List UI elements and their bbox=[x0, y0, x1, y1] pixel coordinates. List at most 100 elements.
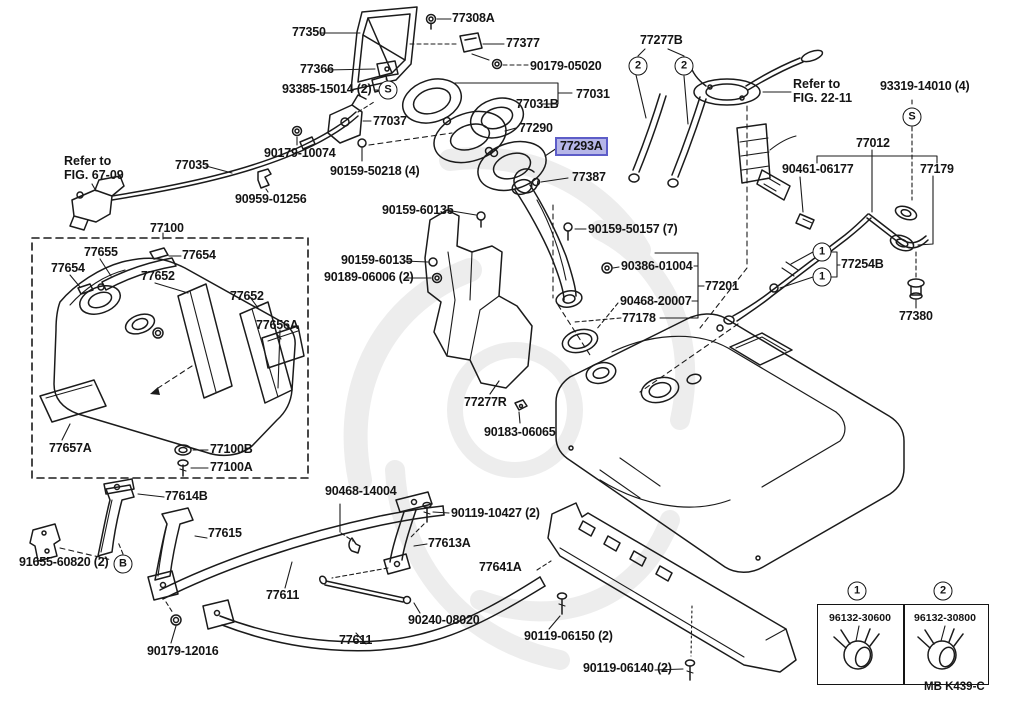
part-label-77614b[interactable]: 77614B bbox=[165, 489, 208, 503]
grommet-77380 bbox=[907, 251, 925, 309]
part-label-77387[interactable]: 77387 bbox=[572, 170, 606, 184]
part-label-93385-15014-2[interactable]: 93385-15014 (2) bbox=[282, 82, 372, 96]
hoses-77277B bbox=[628, 48, 707, 188]
part-label-77277r[interactable]: 77277R bbox=[464, 395, 507, 409]
part-label-90468-20007[interactable]: 90468-20007 bbox=[620, 294, 692, 308]
tank-top-view-drawing bbox=[53, 257, 296, 457]
part-label-77656a[interactable]: 77656A bbox=[256, 318, 299, 332]
circled-ref-s: S bbox=[902, 107, 922, 127]
band-77611-b bbox=[202, 576, 546, 652]
detail-box-2-part-label[interactable]: 96132-30800 bbox=[914, 612, 976, 624]
clamp-90461-06177 bbox=[795, 176, 815, 230]
fuel-pump-assembly-drawing bbox=[689, 49, 824, 329]
part-label-77178[interactable]: 77178 bbox=[622, 311, 656, 325]
nut-90179-12016 bbox=[165, 601, 182, 644]
part-label-77031[interactable]: 77031 bbox=[576, 87, 610, 101]
circled-ref-1: 1 bbox=[812, 242, 832, 262]
o-ring-77387 bbox=[513, 168, 569, 194]
part-label-77350[interactable]: 77350 bbox=[292, 25, 326, 39]
part-label-77100a[interactable]: 77100A bbox=[210, 460, 253, 474]
part-label-77179[interactable]: 77179 bbox=[920, 162, 954, 176]
part-label-77611-2[interactable]: 77611 bbox=[339, 633, 373, 647]
part-label-77293a[interactable]: 77293A bbox=[555, 137, 608, 156]
circled-ref-1: 1 bbox=[812, 267, 832, 287]
part-label-91655-60820-2[interactable]: 91655-60820 (2) bbox=[19, 555, 109, 569]
clamp-detail-2 bbox=[917, 625, 964, 670]
bracket-77615-drawing bbox=[154, 507, 208, 581]
part-label-77641a[interactable]: 77641A bbox=[479, 560, 522, 574]
part-label-90959-01256[interactable]: 90959-01256 bbox=[235, 192, 307, 206]
circled-ref-2: 2 bbox=[674, 56, 694, 76]
part-label-90159-60135[interactable]: 90159-60135 bbox=[382, 203, 454, 217]
part-label-77613a[interactable]: 77613A bbox=[428, 536, 471, 550]
part-label-77652[interactable]: 77652 bbox=[141, 269, 175, 283]
grommet-90386-01004 bbox=[601, 262, 620, 274]
screw-77100A bbox=[177, 459, 209, 477]
detail-box-2 bbox=[903, 604, 989, 685]
part-label-77035[interactable]: 77035 bbox=[175, 158, 209, 172]
bolt-90240-08020 bbox=[318, 567, 421, 614]
lock-opener-77037 bbox=[327, 94, 372, 144]
part-label-90179-05020[interactable]: 90179-05020 bbox=[530, 59, 602, 73]
part-label-77012[interactable]: 77012 bbox=[856, 136, 890, 150]
fuel-inlet-rings-drawing bbox=[401, 78, 573, 139]
part-label-77380[interactable]: 77380 bbox=[899, 309, 933, 323]
flange-77290 bbox=[433, 110, 517, 164]
shield-bolts bbox=[403, 209, 486, 284]
part-label-77254b[interactable]: 77254B bbox=[841, 257, 884, 271]
sender-gasket-drawing bbox=[561, 302, 619, 354]
detail-box-1-part-label[interactable]: 96132-30600 bbox=[829, 612, 891, 624]
part-label-77277b[interactable]: 77277B bbox=[640, 33, 683, 47]
band-77611-a bbox=[147, 505, 445, 601]
part-label-90240-08020[interactable]: 90240-08020 bbox=[408, 613, 480, 627]
leader-77178 bbox=[574, 317, 622, 323]
part-label-77654[interactable]: 77654 bbox=[182, 248, 216, 262]
part-label-90179-12016[interactable]: 90179-12016 bbox=[147, 644, 219, 658]
grommets-77179 bbox=[889, 99, 934, 252]
part-label-77100[interactable]: 77100 bbox=[150, 221, 184, 235]
part-label-90119-06140-2[interactable]: 90119-06140 (2) bbox=[583, 661, 672, 675]
part-label-77031b[interactable]: 77031B bbox=[516, 97, 559, 111]
part-label-90159-60135-2[interactable]: 90159-60135 bbox=[341, 253, 413, 267]
part-label-77611[interactable]: 77611 bbox=[266, 588, 300, 602]
clip-90183-06065 bbox=[514, 399, 528, 424]
part-label-77100b[interactable]: 77100B bbox=[210, 442, 253, 456]
part-label-77308a[interactable]: 77308A bbox=[452, 11, 495, 25]
part-label-90189-06006-2[interactable]: 90189-06006 (2) bbox=[324, 270, 414, 284]
part-label-90159-50218-4[interactable]: 90159-50218 (4) bbox=[330, 164, 420, 178]
protector-77641A-drawing bbox=[536, 502, 797, 673]
part-label-77290[interactable]: 77290 bbox=[519, 121, 553, 135]
part-label-90183-06065[interactable]: 90183-06065 bbox=[484, 425, 556, 439]
clamp-detail-1 bbox=[833, 625, 880, 670]
part-label-77615[interactable]: 77615 bbox=[208, 526, 242, 540]
part-label-90119-06150-2[interactable]: 90119-06150 (2) bbox=[524, 629, 613, 643]
fuel-lid-drawing bbox=[319, 6, 418, 93]
part-label-90386-01004[interactable]: 90386-01004 bbox=[621, 259, 693, 273]
part-label-90468-14004[interactable]: 90468-14004 bbox=[325, 484, 397, 498]
clip-90959-01256 bbox=[257, 168, 272, 193]
part-label-77201[interactable]: 77201 bbox=[705, 279, 739, 293]
release-lever-drawing bbox=[69, 175, 125, 231]
part-label-93319-14010-4[interactable]: 93319-14010 (4) bbox=[880, 79, 970, 93]
fuel-tube-drawing bbox=[639, 213, 929, 393]
part-label-90461-06177[interactable]: 90461-06177 bbox=[782, 162, 854, 176]
part-label-77655[interactable]: 77655 bbox=[84, 245, 118, 259]
part-label-77657a[interactable]: 77657A bbox=[49, 441, 92, 455]
part-label-77037[interactable]: 77037 bbox=[373, 114, 407, 128]
protectors-77652 bbox=[154, 282, 293, 404]
lid-bolt-77308A bbox=[425, 13, 452, 30]
part-label-77366[interactable]: 77366 bbox=[300, 62, 334, 76]
protector-77655 bbox=[97, 257, 177, 291]
part-label-77652-2[interactable]: 77652 bbox=[230, 289, 264, 303]
part-label-77654-2[interactable]: 77654 bbox=[51, 261, 85, 275]
part-label-90179-10074[interactable]: 90179-10074 bbox=[264, 146, 336, 160]
part-label-90159-50157-7[interactable]: 90159-50157 (7) bbox=[588, 222, 678, 236]
part-label-90119-10427-2[interactable]: 90119-10427 (2) bbox=[451, 506, 540, 520]
watermark bbox=[343, 147, 696, 670]
screw-90119-06140 bbox=[654, 605, 696, 681]
detail-box-1 bbox=[817, 604, 905, 685]
lid-clip-77377 bbox=[409, 32, 505, 61]
part-label-77377[interactable]: 77377 bbox=[506, 36, 540, 50]
